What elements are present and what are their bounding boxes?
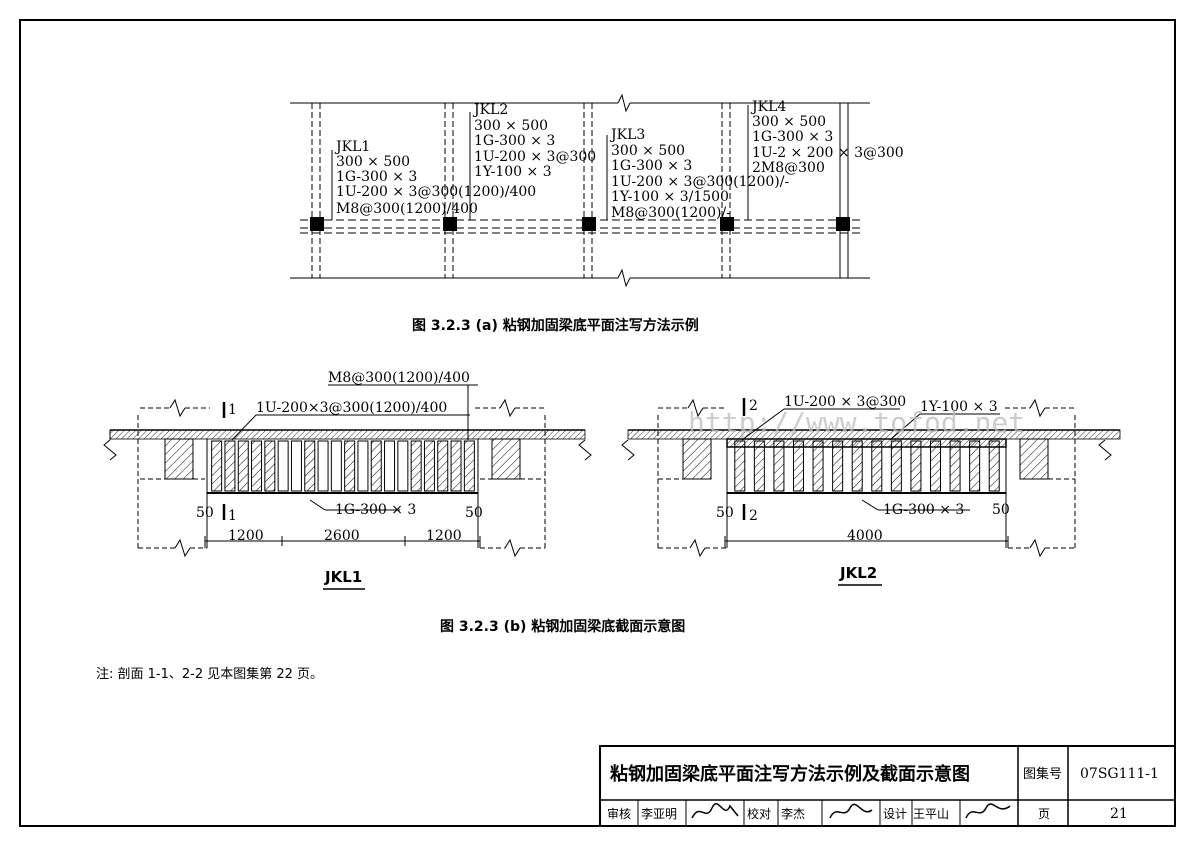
watermark: http://www.tofod.net (688, 406, 1025, 439)
u-strap (370, 440, 382, 492)
u-strap (277, 440, 289, 492)
u-strap (949, 440, 961, 492)
review-label: 审核 (607, 806, 631, 821)
title-block-title: 粘钢加固梁底平面注写方法示例及截面示意图 (610, 763, 970, 785)
u-strap (304, 440, 316, 492)
u-strap (384, 440, 396, 492)
jkl2-annotation: JKL2 300 × 500 1G-300 × 3 1U-200 × 3@300… (472, 102, 601, 180)
column-5 (836, 217, 850, 231)
u-strap (930, 440, 941, 492)
u-strap (264, 440, 276, 492)
u-strap (251, 440, 263, 492)
page-number: 21 (1110, 806, 1128, 822)
u-strap (871, 440, 883, 492)
u-strap (237, 440, 249, 492)
jkl2-g-label: 1G-300 × 3 (883, 502, 964, 518)
u-strap (290, 440, 302, 492)
u-strap (410, 440, 422, 492)
u-strap (357, 440, 369, 492)
atlas-label: 图集号 (1023, 766, 1062, 782)
u-strap (397, 440, 409, 492)
column-4 (720, 217, 734, 231)
jkl1-title: JKL1 (324, 568, 362, 586)
u-strap (317, 440, 329, 492)
column-2 (443, 217, 457, 231)
design-label: 设计 (883, 807, 907, 821)
u-strap (423, 440, 435, 492)
u-strap (734, 440, 746, 492)
jkl1-g-label: 1G-300 × 3 (335, 502, 416, 518)
section-jkl2: 1U-200 × 3@300 1Y-100 × 3 2 2 1G-300 × 3… (621, 394, 1121, 586)
u-strap (832, 440, 844, 492)
jkl1-cut-top: 1 (228, 402, 237, 418)
u-strap (463, 440, 475, 492)
u-strap (224, 440, 236, 492)
jkl1-dim-3: 1200 (426, 528, 462, 544)
caption-a: 图 3.2.3 (a) 粘钢加固梁底平面注写方法示例 (412, 317, 699, 334)
u-strap (969, 440, 981, 492)
jkl1-dim-1: 1200 (228, 528, 264, 544)
u-strap (753, 440, 765, 492)
u-strap (890, 440, 902, 492)
jkl1-u-label: 1U-200×3@300(1200)/400 (256, 400, 447, 416)
reviewer-signature (691, 803, 739, 819)
u-strap (812, 440, 824, 492)
checker: 李杰 (781, 806, 805, 821)
jkl2-cut-top: 2 (749, 398, 758, 414)
note: 注: 剖面 1-1、2-2 见本图集第 22 页。 (96, 666, 323, 682)
sheet-border (19, 19, 1176, 827)
u-strap (344, 440, 356, 492)
u-strap (851, 440, 863, 492)
jkl2-edge-left: 50 (716, 505, 734, 521)
u-strap (773, 440, 785, 492)
jkl2-edge-right: 50 (992, 502, 1010, 518)
u-strap (910, 440, 922, 492)
column-3 (582, 217, 596, 231)
atlas-number: 07SG111-1 (1080, 766, 1159, 782)
jkl3-annotation: JKL3 300 × 500 1G-300 × 3 1U-200 × 3@300… (609, 127, 794, 221)
jkl1-edge-left: 50 (196, 505, 214, 521)
section-jkl1: M8@300(1200)/400 1U-200×3@300(1200)/400 … (103, 370, 592, 590)
plan-view: JKL1 300 × 500 1G-300 × 3 1U-200 × 3@300… (290, 93, 908, 288)
jkl1-cut-bottom: 1 (228, 508, 237, 524)
jkl2-u-label: 1U-200 × 3@300 (784, 394, 906, 410)
checker-signature (829, 803, 873, 819)
page-label: 页 (1038, 807, 1050, 821)
jkl2-y-label: 1Y-100 × 3 (920, 399, 998, 415)
u-strap (793, 440, 804, 492)
reviewer: 李亚明 (641, 806, 677, 821)
jkl1-m8-label: M8@300(1200)/400 (328, 370, 470, 386)
u-strap (330, 440, 342, 492)
jkl1-annotation: JKL1 300 × 500 1G-300 × 3 1U-200 × 3@300… (334, 139, 541, 217)
jkl2-dim: 4000 (847, 528, 883, 544)
title-block (599, 745, 1176, 827)
jkl2-cut-bottom: 2 (749, 508, 758, 524)
designer: 王平山 (913, 807, 949, 821)
jkl4-annotation: JKL4 300 × 500 1G-300 × 3 1U-2 × 200 × 3… (750, 99, 908, 176)
u-strap (437, 440, 449, 492)
jkl1-dim-2: 2600 (324, 528, 360, 544)
u-strap (450, 440, 462, 492)
designer-signature (965, 803, 1011, 819)
check-label: 校对 (747, 806, 771, 821)
caption-b: 图 3.2.3 (b) 粘钢加固梁底截面示意图 (440, 618, 685, 635)
u-strap (988, 440, 1000, 492)
u-strap (211, 440, 223, 492)
column-1 (310, 217, 324, 231)
jkl1-edge-right: 50 (465, 505, 483, 521)
jkl2-title: JKL2 (839, 564, 877, 582)
